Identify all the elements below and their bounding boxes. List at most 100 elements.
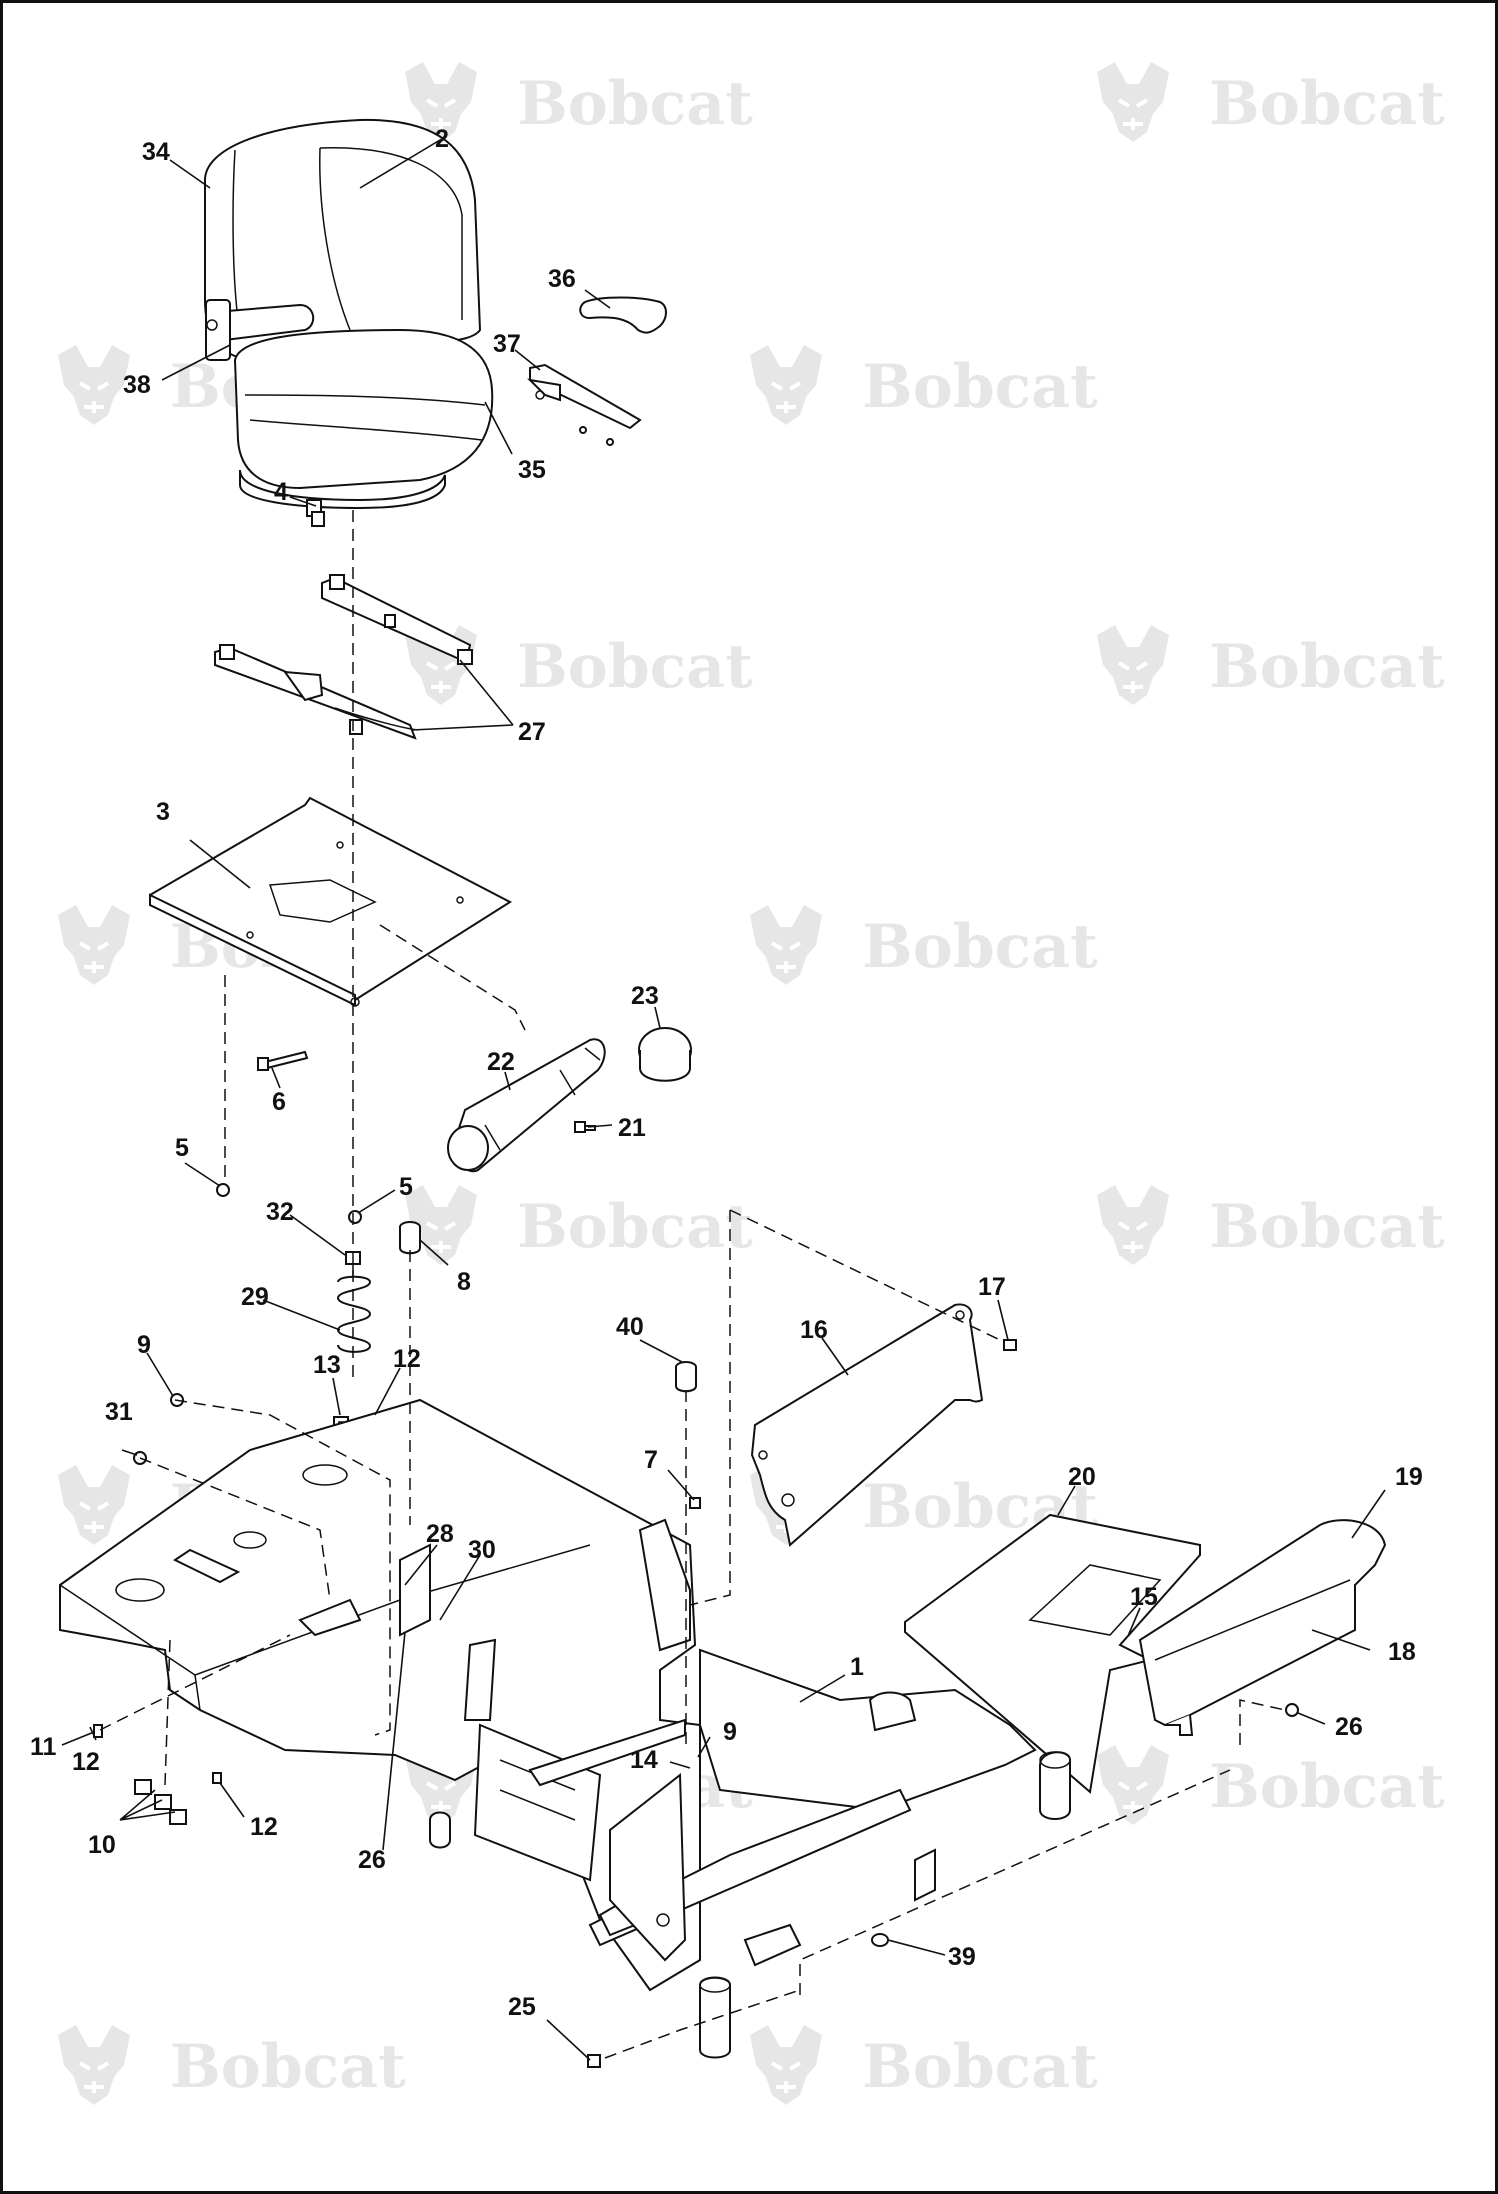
bolt-part bbox=[587, 2054, 601, 2068]
bobcat-logo-icon bbox=[1095, 1183, 1171, 1267]
cover-plate-part bbox=[750, 1303, 984, 1547]
callout-7: 7 bbox=[644, 1446, 658, 1474]
seat-assembly bbox=[204, 118, 494, 510]
main-frame-part bbox=[59, 1398, 1071, 2059]
callout-5: 5 bbox=[399, 1173, 413, 1201]
callout-15: 15 bbox=[1130, 1583, 1158, 1611]
callout-19: 19 bbox=[1395, 1463, 1423, 1491]
callout-34: 34 bbox=[142, 138, 170, 166]
watermark: Bobcat bbox=[748, 903, 1098, 987]
callout-25: 25 bbox=[508, 1993, 536, 2021]
watermark: Bobcat bbox=[403, 623, 753, 707]
callout-12: 12 bbox=[72, 1748, 100, 1776]
watermark-text: Bobcat bbox=[517, 69, 753, 139]
callout-9: 9 bbox=[137, 1331, 151, 1359]
watermark: Bobcat bbox=[748, 2023, 1098, 2107]
callout-37: 37 bbox=[493, 330, 521, 358]
bobcat-logo-icon bbox=[56, 343, 132, 427]
callout-30: 30 bbox=[468, 1536, 496, 1564]
bumper-part bbox=[675, 1361, 697, 1393]
connector-parts bbox=[93, 1724, 222, 1825]
watermark-text: Bobcat bbox=[517, 1192, 753, 1262]
bobcat-logo-icon bbox=[748, 2023, 824, 2107]
nut-part bbox=[1285, 1703, 1299, 1717]
armrest-part bbox=[579, 296, 667, 334]
bobcat-logo-icon bbox=[1095, 60, 1171, 144]
callout-31: 31 bbox=[105, 1398, 133, 1426]
watermark-text: Bobcat bbox=[862, 2032, 1098, 2102]
bobcat-logo-icon bbox=[56, 1463, 132, 1547]
armrest-bracket-part bbox=[527, 363, 642, 446]
callout-14: 14 bbox=[630, 1746, 658, 1774]
watermark-text: Bobcat bbox=[1209, 69, 1445, 139]
tube-part bbox=[447, 1038, 606, 1173]
watermark-text: Bobcat bbox=[517, 632, 753, 702]
watermark-text: Bobcat bbox=[862, 352, 1098, 422]
bobcat-logo-icon bbox=[1095, 623, 1171, 707]
watermark-text: Bobcat bbox=[1209, 632, 1445, 702]
callout-39: 39 bbox=[948, 1943, 976, 1971]
bobcat-logo-icon bbox=[748, 343, 824, 427]
callout-35: 35 bbox=[518, 456, 546, 484]
bobcat-logo-icon bbox=[748, 903, 824, 987]
nut-part bbox=[216, 1183, 230, 1197]
spring-assembly bbox=[336, 1251, 372, 1353]
callout-4: 4 bbox=[274, 478, 288, 506]
watermark: Bobcat bbox=[748, 343, 1098, 427]
callout-labels: 34 2 36 37 38 35 4 27 3 23 22 21 6 5 5 3… bbox=[30, 125, 1423, 2021]
callout-18: 18 bbox=[1388, 1638, 1416, 1666]
callout-23: 23 bbox=[631, 982, 659, 1010]
callout-20: 20 bbox=[1068, 1463, 1096, 1491]
leader-lines bbox=[61, 139, 1386, 2061]
watermark-text: Bobcat bbox=[1209, 1192, 1445, 1262]
watermark: Bobcat bbox=[1095, 1183, 1445, 1267]
side-shield-part bbox=[1138, 1519, 1387, 1736]
callout-40: 40 bbox=[616, 1313, 644, 1341]
watermark: Bobcat bbox=[56, 2023, 406, 2107]
callout-6: 6 bbox=[272, 1088, 286, 1116]
callout-28: 28 bbox=[426, 1520, 454, 1548]
watermark: Bobcat bbox=[1095, 1743, 1445, 1827]
bolt-part bbox=[1003, 1339, 1017, 1351]
watermark: Bobcat bbox=[403, 60, 753, 144]
bolt-part bbox=[689, 1497, 701, 1509]
callout-32: 32 bbox=[266, 1198, 294, 1226]
callout-16: 16 bbox=[800, 1316, 828, 1344]
bumper-part bbox=[399, 1221, 421, 1255]
callout-2: 2 bbox=[435, 125, 449, 153]
assembly-lines bbox=[99, 510, 1286, 2059]
callout-3: 3 bbox=[156, 798, 170, 826]
callout-8: 8 bbox=[457, 1268, 471, 1296]
bobcat-logo-icon bbox=[56, 903, 132, 987]
callout-1: 1 bbox=[850, 1653, 864, 1681]
watermark: Bobcat bbox=[403, 1183, 753, 1267]
callout-26: 26 bbox=[358, 1846, 386, 1874]
callout-21: 21 bbox=[618, 1114, 646, 1142]
seat-slide-rails bbox=[214, 574, 473, 740]
callout-36: 36 bbox=[548, 265, 576, 293]
floor-plate-part bbox=[904, 1513, 1201, 1794]
callout-29: 29 bbox=[241, 1283, 269, 1311]
cap-part bbox=[638, 1027, 692, 1082]
callout-12: 12 bbox=[250, 1813, 278, 1841]
callout-9: 9 bbox=[723, 1718, 737, 1746]
watermark-text: Bobcat bbox=[1209, 1752, 1445, 1822]
callout-27: 27 bbox=[518, 718, 546, 746]
watermark: Bobcat bbox=[1095, 623, 1445, 707]
callout-10: 10 bbox=[88, 1831, 116, 1859]
callout-11: 11 bbox=[30, 1733, 57, 1761]
washer-part bbox=[871, 1933, 889, 1947]
callout-12: 12 bbox=[393, 1345, 421, 1373]
callout-22: 22 bbox=[487, 1048, 515, 1076]
callout-38: 38 bbox=[123, 371, 151, 399]
bolt-part bbox=[257, 1050, 309, 1071]
bobcat-logo-icon bbox=[56, 2023, 132, 2107]
watermark-text: Bobcat bbox=[170, 2032, 406, 2102]
callout-17: 17 bbox=[978, 1273, 1006, 1301]
callout-5: 5 bbox=[175, 1134, 189, 1162]
callout-13: 13 bbox=[313, 1351, 341, 1379]
callout-26: 26 bbox=[1335, 1713, 1363, 1741]
watermark-text: Bobcat bbox=[862, 912, 1098, 982]
